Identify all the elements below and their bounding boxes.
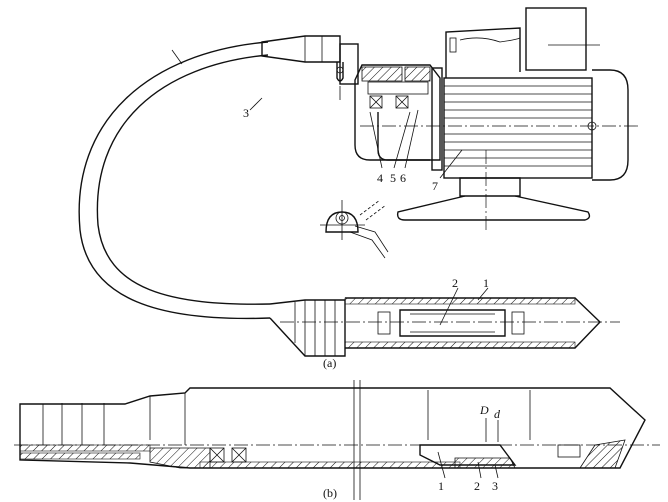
label-5: 5 (390, 171, 396, 185)
caption-b: (b) (323, 486, 337, 500)
switch-detail (320, 199, 389, 259)
hose-coupling (261, 35, 359, 100)
electric-motor (360, 7, 640, 230)
label-3: 3 (243, 106, 249, 120)
caption-a: (a) (323, 356, 336, 370)
label-2: 2 (452, 276, 458, 290)
label-b-2: 2 (474, 479, 480, 493)
vibrator-head-a (269, 297, 620, 357)
label-d: d (494, 407, 501, 421)
leader-lines-a (249, 97, 489, 326)
label-b-1: 1 (438, 479, 444, 493)
flexible-shaft-hose (78, 41, 271, 320)
gear-housing (354, 64, 443, 171)
label-1: 1 (483, 276, 489, 290)
vibrator-section-b (14, 380, 660, 500)
label-4: 4 (377, 171, 383, 185)
label-b-3: 3 (492, 479, 498, 493)
label-6: 6 (400, 171, 406, 185)
label-7: 7 (432, 179, 438, 193)
label-D: D (479, 403, 489, 417)
